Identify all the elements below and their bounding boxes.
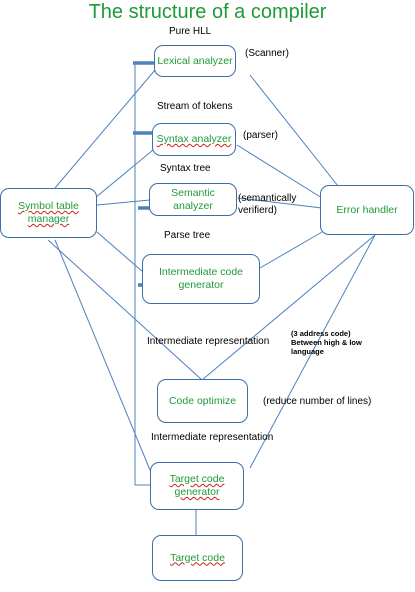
error-to-syntax	[236, 144, 323, 199]
error-to-optimize	[201, 234, 376, 381]
syntax-analyzer-label: Syntax analyzer	[156, 133, 232, 145]
error-to-semantic	[237, 197, 323, 209]
target-code-generator-label: Target code generator	[169, 473, 225, 498]
error-to-targetgen	[249, 234, 376, 469]
parser-label: (parser)	[243, 130, 279, 141]
symbol-to-optimize	[47, 239, 203, 381]
parse-tree-label: Parse tree	[164, 230, 211, 241]
intermediate-representation-label-1: Intermediate representation	[147, 336, 270, 347]
intermediate-code-generator-node: Intermediate code generator	[142, 254, 260, 304]
syntax-tree-label: Syntax tree	[160, 163, 211, 174]
semantically-verified-label: (semantically verifierd)	[238, 193, 297, 216]
symbol-to-semantic	[96, 199, 151, 206]
lexical-analyzer-node: Lexical analyzer	[154, 45, 236, 77]
intermediate-code-generator-label: Intermediate code generator	[158, 266, 244, 291]
pure-hll-label: Pure HLL	[169, 26, 212, 37]
stream-of-tokens-label: Stream of tokens	[157, 101, 233, 112]
intermediate-representation-label-2: Intermediate representation	[151, 432, 274, 443]
reduce-lines-label: (reduce number of lines)	[263, 396, 372, 407]
diagram-title: The structure of a compiler	[88, 1, 327, 23]
error-to-intermediate	[259, 231, 323, 269]
error-handler-label: Error handler	[336, 203, 398, 216]
symbol-to-targetgen	[54, 239, 151, 471]
symbol-to-syntax	[94, 149, 154, 199]
symbol-to-intermediate	[96, 231, 144, 273]
lexical-analyzer-label: Lexical analyzer	[157, 54, 233, 67]
scanner-label: (Scanner)	[245, 48, 289, 59]
target-code-node: Target code	[152, 535, 243, 581]
target-code-generator-node: Target code generator	[150, 462, 244, 510]
error-to-lexical	[249, 74, 339, 187]
code-optimize-node: Code optimize	[157, 379, 248, 423]
syntax-analyzer-node: Syntax analyzer	[152, 123, 236, 156]
semantic-analyzer-node: Semantic analyzer	[149, 183, 237, 216]
semantic-analyzer-label: Semantic analyzer	[171, 186, 215, 212]
target-code-label: Target code	[170, 551, 225, 564]
symbol-table-manager-node: Symbol table manager	[0, 188, 97, 238]
code-optimize-label: Code optimize	[168, 394, 237, 407]
three-address-code-label: (3 address code) Between high & low lang…	[291, 329, 362, 356]
symbol-table-manager-label: Symbol table manager	[18, 200, 79, 225]
error-handler-node: Error handler	[320, 185, 414, 235]
symbol-to-lexical	[54, 69, 156, 189]
